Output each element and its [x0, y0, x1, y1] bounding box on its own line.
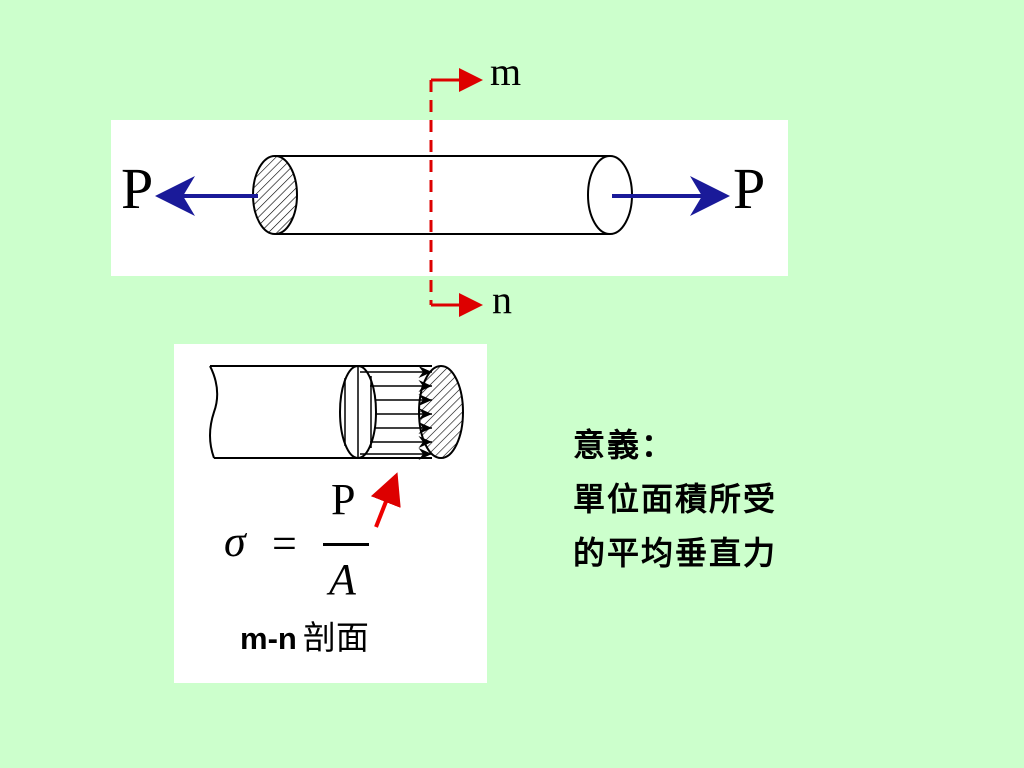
meaning-line-1: 單位面積所受 — [573, 480, 778, 518]
meaning-text: 意義： 單位面積所受 的平均垂直力 — [573, 418, 777, 580]
formula-numerator: P — [331, 475, 356, 524]
caption-text: 剖面 — [302, 618, 369, 657]
formula-fraction-bar — [323, 543, 369, 546]
section-label-n: n — [492, 277, 512, 322]
left-force-label: P — [121, 156, 154, 221]
meaning-title: 意義： — [573, 426, 676, 464]
section-line-mn — [429, 68, 483, 317]
cut-bar — [209, 365, 432, 459]
meaning-line-2: 的平均垂直力 — [573, 534, 778, 572]
section-label-m: m — [490, 49, 522, 94]
formula-equals: = — [272, 519, 297, 568]
formula-denominator: A — [329, 555, 356, 604]
caption-letters: m-n — [240, 621, 297, 656]
right-force-label: P — [733, 156, 766, 221]
formula-sigma: σ — [224, 517, 246, 566]
cut-face-hatched — [418, 365, 464, 459]
stress-pointer-arrow — [370, 472, 401, 528]
